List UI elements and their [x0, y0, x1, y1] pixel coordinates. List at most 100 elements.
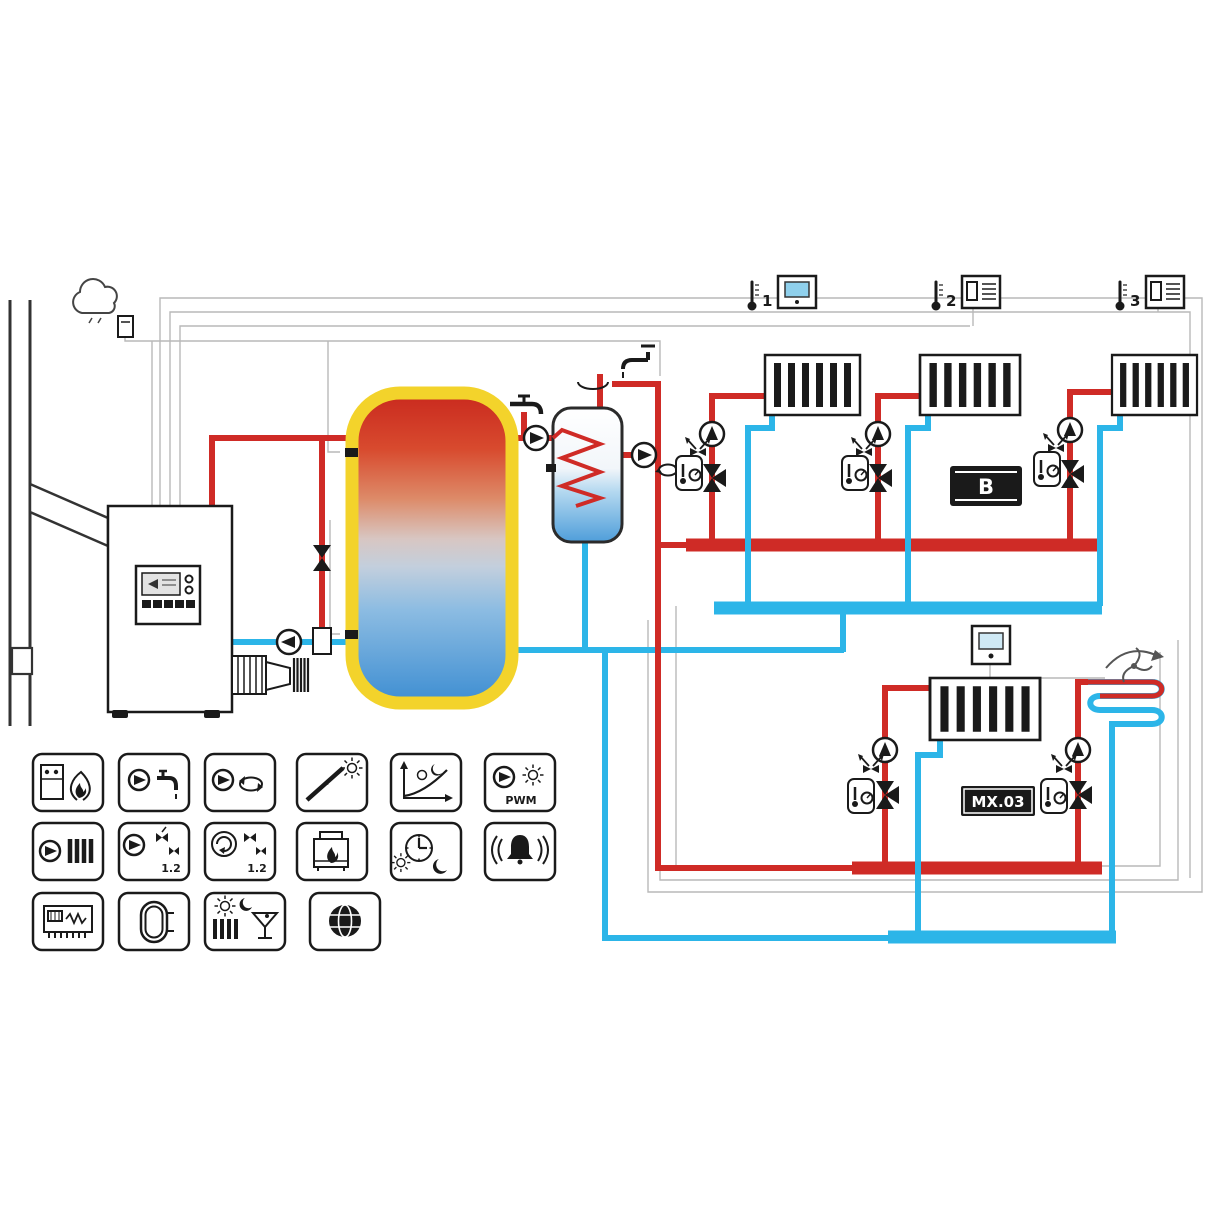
moon-icon	[239, 898, 252, 911]
flue-duct	[28, 482, 110, 548]
boiler	[106, 504, 234, 718]
legend-item-solar-collector	[295, 752, 369, 813]
mixer-knob-icon	[211, 831, 237, 857]
circuit5-pump	[1064, 736, 1092, 764]
circuit3-pump	[1056, 416, 1084, 444]
dhw-coil	[551, 427, 607, 508]
valve-group-label: 1.2	[247, 862, 267, 875]
boiler-foot	[112, 710, 128, 718]
pipe-cold-radiator2	[905, 412, 931, 606]
bell-icon	[507, 835, 533, 859]
legend-item-heating-curve	[389, 752, 463, 813]
radiator-4	[930, 678, 1040, 740]
outdoor-sensor	[117, 315, 134, 338]
loading-valve	[313, 545, 331, 571]
circuit2-mixing-valve	[869, 464, 892, 492]
moon-icon	[432, 859, 447, 874]
moon-icon	[431, 764, 442, 776]
mixer-module-mx03: MX.03	[961, 786, 1035, 816]
dhw-sensor-port	[546, 464, 556, 472]
weather-cloud-icon	[72, 278, 118, 324]
boiler-icon	[40, 764, 64, 800]
legend-item-buffer-tank	[117, 891, 191, 952]
circuit1-mixing-valve	[703, 464, 726, 492]
room-thermostat-1: 1	[746, 274, 818, 312]
mixer-module-label: MX.03	[971, 793, 1024, 811]
room-thermostat-3: 3	[1114, 274, 1186, 312]
recirculation-icon	[239, 776, 263, 792]
flame-icon	[327, 847, 339, 863]
circuit2-flow-sensor	[840, 454, 870, 492]
thermometer-icon	[746, 280, 761, 312]
legend-item-boiler-burner	[31, 752, 105, 813]
buffer-sensor-port	[345, 630, 358, 639]
radiator-1	[765, 355, 860, 415]
pipe-hot-floor-coil	[1086, 679, 1165, 699]
dhw-tank	[546, 406, 624, 544]
valve-icon	[156, 833, 162, 842]
buffer-tank	[345, 386, 519, 710]
room-thermostat-3-label: 3	[1130, 292, 1140, 310]
pipe-hot-circuit3	[1067, 389, 1114, 542]
thermometer-icon	[930, 280, 945, 312]
pipe-hot-boiler-supply	[209, 435, 352, 506]
zone-module-b: B	[950, 466, 1022, 506]
pipe-hot-floor-feed	[1075, 679, 1088, 866]
pump-icon	[38, 839, 62, 863]
pipe-hot-circuit4	[882, 685, 932, 866]
thermometer-icon	[1114, 280, 1129, 312]
room-thermostat-1-label: 1	[762, 292, 772, 310]
flame-icon	[69, 770, 91, 801]
legend-item-alarm	[483, 821, 557, 882]
legend-item-circulation-pump	[203, 752, 277, 813]
circuit2-valve-actuator-icon	[850, 436, 878, 457]
globe-icon	[329, 905, 361, 937]
circuit4-pump	[871, 736, 899, 764]
circuit4-valve-actuator-icon	[857, 753, 885, 774]
circuit5-mixing-valve	[1069, 781, 1092, 809]
legend: PWM 1.2	[31, 752, 557, 952]
legend-item-heating-circuit-pump	[31, 821, 105, 882]
pwm-label: PWM	[505, 794, 536, 807]
room-thermostat-2-label: 2	[946, 292, 956, 310]
boiler-foot	[204, 710, 220, 718]
legend-item-time-program	[389, 821, 463, 882]
pump-icon	[492, 765, 516, 789]
valve-icon	[244, 833, 250, 842]
buffer-tap-icon	[510, 394, 544, 415]
legend-item-mixing-valve-group: 1.2	[203, 821, 277, 882]
circuit2-pump	[864, 420, 892, 448]
legend-item-internet-globe	[308, 891, 382, 952]
circuit4-flow-sensor	[846, 777, 876, 815]
room-thermostat-2: 2	[930, 274, 1002, 312]
dhw-loading-pump	[522, 424, 550, 452]
zone-controller	[970, 624, 1012, 666]
legend-item-controller-module	[31, 891, 105, 952]
circuit1-pump	[698, 420, 726, 448]
boiler-control-panel	[134, 564, 202, 626]
pipe-hot-circuit2	[875, 393, 922, 542]
legend-item-dhw-pump	[117, 752, 191, 813]
legend-item-pwm-pump: PWM	[483, 752, 557, 813]
circuit5-valve-actuator-icon	[1050, 753, 1078, 774]
buffer-sensor-port	[345, 448, 358, 457]
pipe-cold-lower-return	[602, 650, 888, 941]
mixing-junction	[312, 627, 332, 655]
pipe-hot-main-riser	[612, 381, 852, 871]
radiator-2	[920, 355, 1020, 415]
legend-item-fireplace	[295, 821, 369, 882]
pipe-cold-floor-coil	[1086, 679, 1165, 932]
legend-item-pump-group: 1.2	[117, 821, 191, 882]
pump-group-label: 1.2	[161, 862, 181, 875]
pump-icon	[211, 768, 235, 792]
radiator-3	[1112, 355, 1197, 415]
legend-item-party-holiday-mode	[203, 891, 287, 952]
cleanout-door	[10, 646, 34, 676]
boiler-return-pump	[275, 628, 303, 656]
pump-icon	[127, 768, 151, 792]
pipe-cold-radiator1	[745, 412, 775, 606]
pipe-cold-radiator4	[915, 738, 943, 932]
circuit1-valve-actuator-icon	[684, 436, 712, 457]
